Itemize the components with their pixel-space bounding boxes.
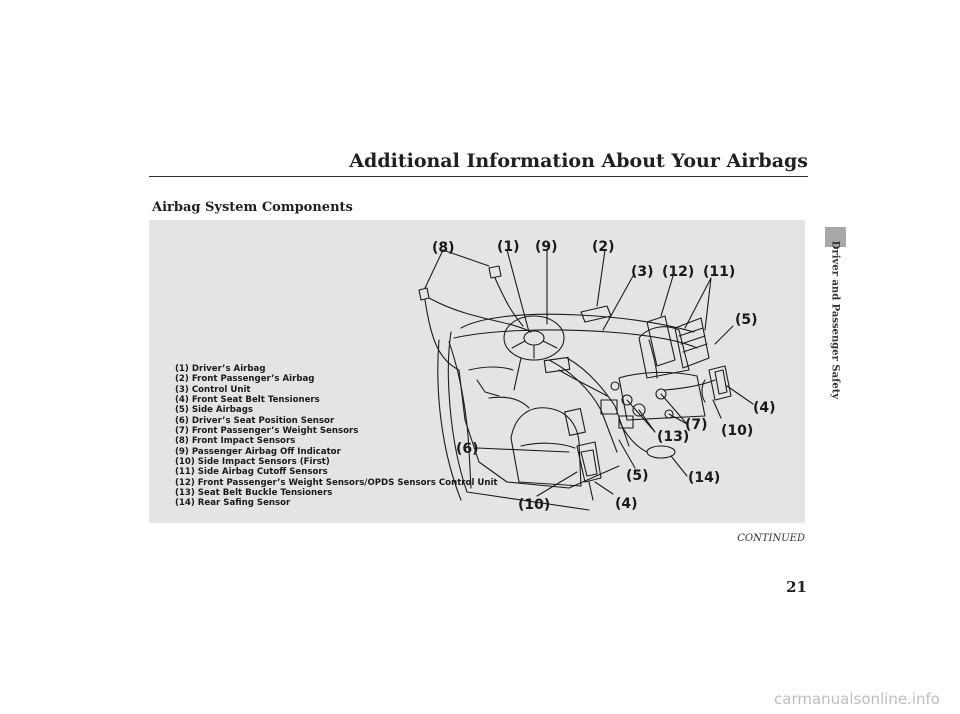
callout-seat-belt-buckle-tensioners: (13) (657, 429, 690, 445)
callout-control-unit: (3) (631, 264, 654, 280)
section-tab-label: Driver and Passenger Safety (829, 240, 841, 400)
callout-seat-belt-tensioners-right: (4) (753, 400, 776, 416)
legend-item: (2) Front Passenger’s Airbag (175, 374, 315, 385)
continued-label: CONTINUED (737, 533, 805, 544)
legend-item: (1) Driver’s Airbag (175, 364, 266, 374)
legend-item: (4) Front Seat Belt Tensioners (175, 395, 320, 406)
callout-front-impact-sensors: (8) (432, 240, 455, 256)
legend-item: (10) Side Impact Sensors (First) (175, 457, 330, 468)
callout-side-airbags-right: (5) (735, 312, 758, 328)
section-tab-marker (825, 227, 846, 247)
component-legend: (1) Driver’s Airbag (2) Front Passenger’… (175, 364, 498, 509)
legend-item: (11) Side Airbag Cutoff Sensors (175, 467, 328, 478)
callout-side-airbags-bottom: (5) (626, 468, 649, 484)
page-title: Additional Information About Your Airbag… (349, 150, 808, 172)
callout-drivers-seat-position-sensor: (6) (456, 441, 479, 457)
legend-item: (6) Driver’s Seat Position Sensor (175, 415, 335, 426)
page-number: 21 (786, 578, 807, 596)
legend-item: (7) Front Passenger’s Weight Sensors (175, 426, 359, 437)
callout-seat-belt-tensioners-bottom: (4) (615, 496, 638, 512)
legend-item: (12) Front Passenger’s Weight Sensors/OP… (175, 477, 498, 488)
callout-side-airbag-cutoff-sensors: (11) (703, 264, 736, 280)
airbag-components-illustration: (1) Driver’s Airbag (2) Front Passenger’… (149, 220, 805, 523)
title-divider (149, 176, 808, 177)
legend-item: (14) Rear Safing Sensor (175, 498, 291, 509)
callout-rear-safing-sensor: (14) (688, 470, 721, 486)
watermark-text: carmanualsonline.info (774, 690, 940, 708)
legend-item: (13) Seat Belt Buckle Tensioners (175, 488, 333, 499)
vehicle-interior-drawing (418, 249, 754, 511)
callout-front-passengers-airbag: (2) (592, 239, 615, 255)
callout-side-impact-sensors-bottom: (10) (518, 497, 551, 513)
legend-item: (8) Front Impact Sensors (175, 436, 296, 447)
section-heading: Airbag System Components (152, 200, 353, 215)
legend-item: (5) Side Airbags (175, 405, 253, 416)
legend-item: (9) Passenger Airbag Off Indicator (175, 446, 341, 457)
callout-weight-sensors-control-unit: (12) (662, 264, 695, 280)
callout-passenger-airbag-off-indicator: (9) (535, 239, 558, 255)
legend-item: (3) Control Unit (175, 384, 251, 395)
callout-passengers-weight-sensors: (7) (685, 417, 708, 433)
callout-side-impact-sensors-right: (10) (721, 423, 754, 439)
callout-drivers-airbag: (1) (497, 239, 520, 255)
